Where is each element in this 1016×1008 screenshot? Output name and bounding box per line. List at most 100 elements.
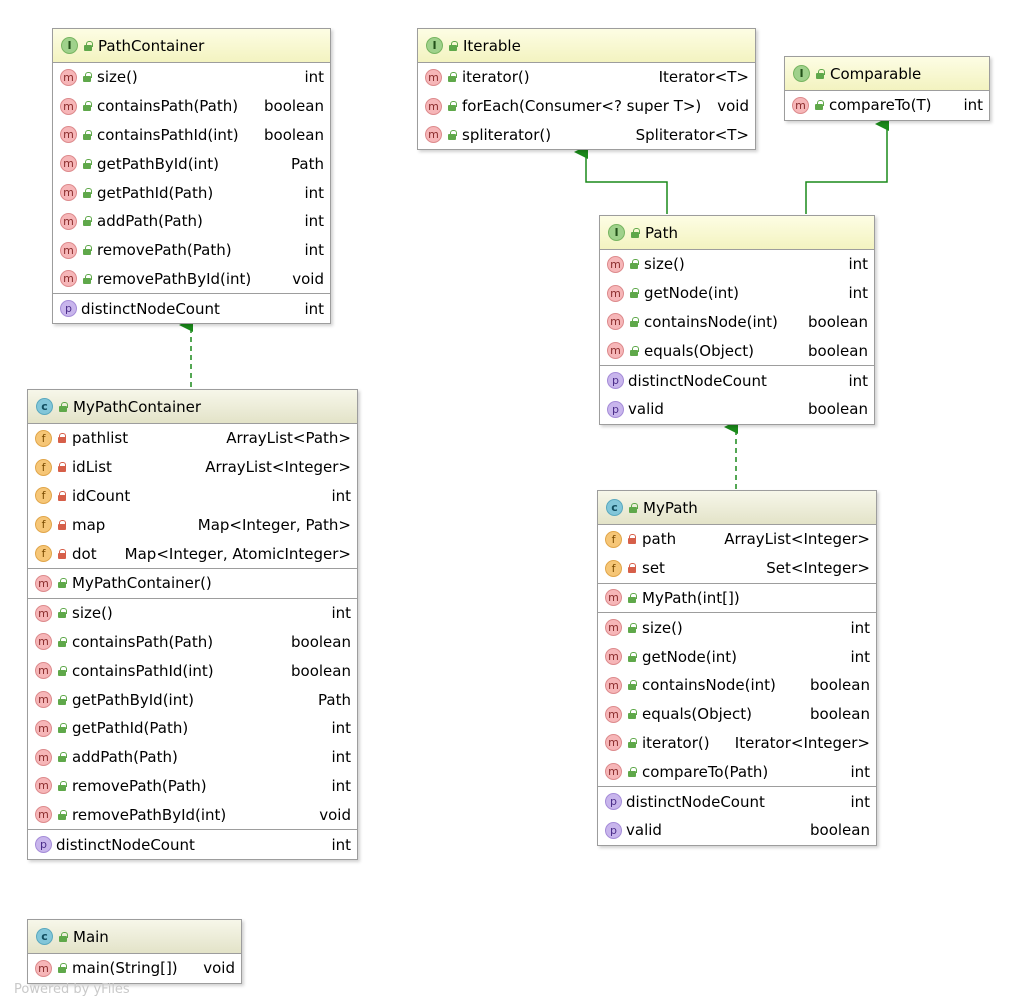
method-icon: m bbox=[605, 676, 622, 694]
class-icon: c bbox=[36, 398, 53, 415]
edge-path-extends-comparable bbox=[805, 117, 889, 214]
member-name: containsPathId(int) bbox=[72, 661, 214, 680]
public-icon bbox=[81, 129, 93, 141]
field-icon: f bbox=[35, 516, 52, 534]
method-icon: m bbox=[60, 126, 77, 144]
member-name: removePath(Path) bbox=[72, 776, 207, 795]
method-icon: m bbox=[425, 126, 442, 144]
member-type: void bbox=[292, 269, 324, 288]
private-icon bbox=[56, 432, 68, 444]
public-icon bbox=[628, 287, 640, 299]
method-icon: m bbox=[60, 97, 77, 115]
public-icon bbox=[81, 71, 93, 83]
method-icon: m bbox=[60, 68, 77, 86]
node-title: Iterable bbox=[463, 36, 521, 55]
method-icon: m bbox=[607, 255, 624, 273]
member-type: int bbox=[331, 776, 351, 795]
member-name: valid bbox=[626, 821, 662, 840]
node-title: MyPath bbox=[643, 498, 698, 517]
member-type: boolean bbox=[808, 312, 868, 331]
public-icon bbox=[446, 100, 458, 112]
member-type: Map<Integer, AtomicInteger> bbox=[124, 544, 351, 563]
member-type: void bbox=[319, 805, 351, 824]
node-title: PathContainer bbox=[98, 36, 205, 55]
public-icon bbox=[56, 809, 68, 821]
member-name: forEach(Consumer<? super T>) bbox=[462, 97, 702, 116]
public-icon bbox=[56, 722, 68, 734]
public-icon bbox=[813, 99, 825, 111]
public-icon bbox=[57, 931, 69, 943]
public-icon bbox=[446, 71, 458, 83]
member-name: spliterator() bbox=[462, 125, 552, 144]
member-name: getNode(int) bbox=[644, 284, 740, 303]
member-type: int bbox=[304, 68, 324, 87]
node-title: Comparable bbox=[830, 64, 922, 83]
member-type: Iterator<T> bbox=[658, 68, 749, 87]
method-icon: m bbox=[425, 97, 442, 115]
method-icon: m bbox=[607, 342, 624, 360]
member-name: getPathId(Path) bbox=[97, 183, 214, 202]
pathcontainer-header: I PathContainer bbox=[53, 29, 330, 63]
member-type: int bbox=[850, 792, 870, 811]
interface-icon: I bbox=[61, 37, 78, 54]
member-name: size() bbox=[642, 618, 683, 637]
member-type: Path bbox=[291, 154, 324, 173]
member-type: Iterator<Integer> bbox=[734, 733, 870, 752]
public-icon bbox=[56, 636, 68, 648]
member-name: compareTo(Path) bbox=[642, 762, 769, 781]
